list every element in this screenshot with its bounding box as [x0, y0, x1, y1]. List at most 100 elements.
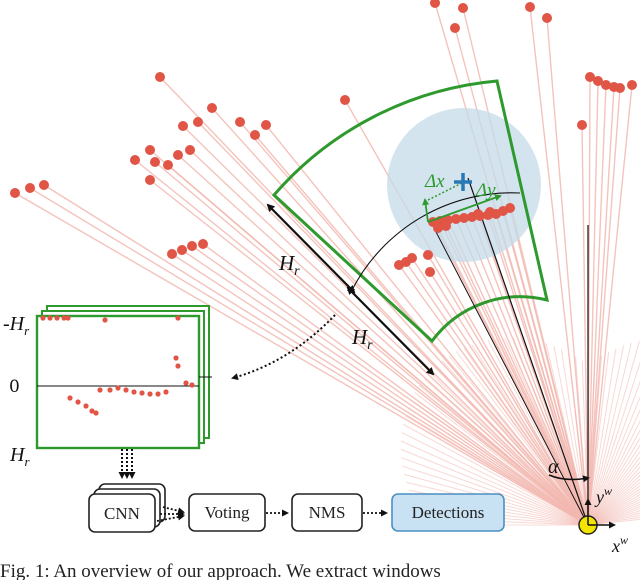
scan-point — [185, 145, 195, 155]
laser-ray — [587, 380, 640, 526]
laser-ray — [587, 86, 615, 526]
window-point — [147, 391, 153, 397]
laser-ray — [587, 485, 640, 526]
scan-point — [459, 213, 469, 223]
window-point — [131, 389, 137, 395]
axis-label-zero: 0 — [9, 377, 20, 397]
laser-ray — [504, 337, 589, 526]
laser-ray — [587, 499, 640, 526]
laser-ray — [587, 456, 640, 526]
scan-point — [250, 130, 260, 140]
laser-ray — [587, 355, 603, 526]
laser-ray — [429, 371, 589, 526]
laser-ray — [587, 510, 640, 526]
laser-ray — [411, 257, 589, 526]
laser-ray — [587, 360, 596, 526]
laser-ray — [587, 470, 640, 526]
delta-x-label: Δx — [424, 171, 445, 192]
laser-ray — [587, 488, 640, 526]
laser-ray — [414, 392, 589, 526]
scan-point — [407, 253, 417, 263]
laser-ray — [479, 341, 589, 526]
window-point — [107, 387, 113, 393]
laser-ray — [587, 503, 640, 526]
scan-point — [177, 245, 187, 255]
laser-ray — [29, 187, 589, 526]
laser-ray — [344, 99, 589, 526]
window-center-arc — [351, 192, 521, 291]
laser-ray — [429, 271, 589, 526]
detections-block: Detections — [391, 493, 505, 532]
laser-ray — [441, 360, 589, 526]
laser-ray — [14, 192, 589, 526]
hr-arrow-upper — [266, 203, 356, 294]
scan-point — [198, 239, 208, 249]
window-center-ray — [467, 177, 589, 526]
axis-label-top: -Hr — [3, 313, 30, 338]
scan-point — [130, 155, 140, 165]
scan-point — [340, 95, 350, 105]
laser-ray — [587, 84, 633, 526]
laser-ray — [455, 351, 589, 526]
window-to-stack-arrow — [231, 314, 336, 381]
voting-block: Voting — [188, 493, 266, 532]
scan-point — [25, 183, 35, 193]
laser-ray — [400, 448, 589, 526]
laser-ray — [581, 360, 589, 526]
window-point — [102, 317, 108, 323]
laser-ray — [581, 124, 589, 526]
scan-point — [485, 207, 495, 217]
laser-ray — [529, 339, 589, 526]
delta-y-line — [427, 194, 502, 223]
scan-point — [430, 0, 440, 8]
alpha-label: α — [548, 456, 559, 478]
laser-ray — [587, 420, 640, 526]
laser-ray — [401, 457, 589, 526]
laser-ray — [587, 429, 640, 526]
scan-point — [615, 83, 625, 93]
laser-ray — [537, 341, 589, 526]
laser-ray — [587, 342, 632, 526]
laser-ray — [568, 352, 589, 526]
nms-label: NMS — [309, 503, 346, 522]
scan-point — [207, 103, 217, 113]
scan-point — [627, 80, 637, 90]
delta-x-line — [422, 198, 430, 223]
window-point — [183, 380, 189, 386]
laser-ray — [587, 409, 640, 526]
laser-ray — [587, 80, 599, 526]
scan-point — [525, 2, 535, 12]
window-point — [163, 389, 169, 395]
scan-point — [155, 72, 165, 82]
window-point — [97, 387, 103, 393]
laser-ray — [463, 347, 589, 526]
cnn-block: CNN — [88, 483, 166, 533]
laser-ray — [587, 466, 640, 526]
scan-point — [585, 72, 595, 82]
laser-ray — [587, 496, 640, 526]
scan-point — [178, 121, 188, 131]
laser-ray — [587, 516, 640, 526]
xw-label: xw — [611, 533, 628, 556]
window-point — [173, 355, 179, 361]
window-point — [139, 390, 145, 396]
laser-ray — [587, 508, 640, 526]
laser-ray — [435, 365, 589, 526]
laser-ray — [587, 444, 640, 526]
scan-point — [187, 241, 197, 251]
window-point — [155, 391, 161, 397]
scan-point — [542, 13, 552, 23]
yw-label: yw — [594, 484, 612, 507]
nms-block: NMS — [291, 493, 363, 532]
scan-point — [473, 209, 483, 219]
scan-point — [450, 23, 460, 33]
figure-caption: Fig. 1: An overview of our approach. We … — [0, 562, 441, 580]
scan-point — [601, 80, 611, 90]
laser-ray — [512, 337, 589, 526]
window-point — [61, 315, 67, 321]
laser-ray — [587, 493, 640, 526]
laser-ray — [455, 218, 589, 526]
window-point — [115, 385, 121, 391]
laser-ray — [418, 385, 589, 526]
